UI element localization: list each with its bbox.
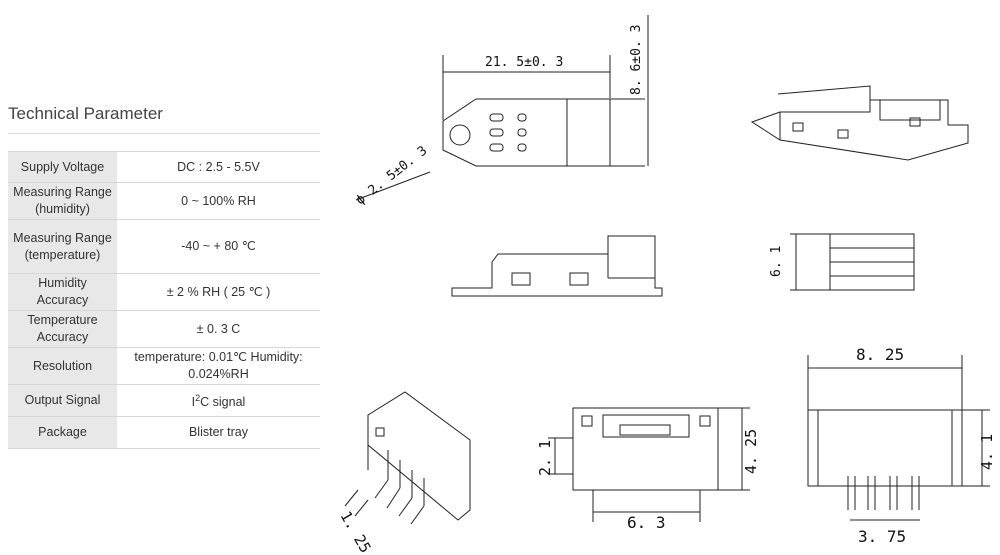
param-label: Measuring Range (humidity) [8, 182, 117, 220]
table-row: Package Blister tray [8, 416, 320, 449]
top-view [355, 15, 649, 201]
dim-face-h1: 2. 1 [536, 440, 554, 476]
parameter-table: Supply Voltage DC : 2.5 - 5.5V Measuring… [8, 151, 320, 449]
dim-face-h2: 4. 25 [742, 429, 760, 474]
dim-conn-width: 8. 25 [856, 345, 904, 364]
table-row: Resolution temperature: 0.01℃ Humidity: … [8, 347, 320, 385]
param-label: Humidity Accuracy [8, 273, 117, 311]
param-label: Temperature Accuracy [8, 310, 117, 348]
connector-front-view [548, 407, 750, 522]
dim-side-height: 6. 1 [769, 246, 784, 277]
param-label: Output Signal [8, 384, 117, 417]
param-value-post: C signal [200, 395, 246, 410]
param-value: -40 ~ + 80 ℃ [117, 219, 320, 274]
connector-iso-view [344, 391, 471, 525]
dim-face-width: 6. 3 [627, 513, 666, 532]
table-row: Measuring Range (humidity) 0 ~ 100% RH [8, 182, 320, 220]
end-view [790, 233, 915, 291]
param-value-pre: I [191, 395, 196, 410]
table-row: Output Signal I2C signal [8, 384, 320, 417]
param-value: I2C signal [117, 384, 320, 417]
param-value: ± 2 % RH ( 25 ℃ ) [117, 273, 320, 311]
mount-hole [449, 124, 471, 146]
param-value: temperature: 0.01℃ Humidity: 0.024%RH [117, 347, 320, 385]
dim-length: 21. 5±0. 3 [485, 55, 563, 70]
isometric-view [750, 85, 969, 161]
param-value: ± 0. 3 C [117, 310, 320, 348]
dim-thickness: 8. 6±0. 3 [629, 25, 644, 95]
table-row: Measuring Range (temperature) -40 ~ + 80… [8, 219, 320, 274]
param-label: Measuring Range (temperature) [8, 219, 117, 274]
dim-pin-span: 3. 75 [858, 527, 906, 546]
dim-pitch: 1. 25 [337, 508, 375, 555]
param-value: DC : 2.5 - 5.5V [117, 151, 320, 183]
section-title: Technical Parameter [8, 104, 163, 123]
technical-drawing: 21. 5±0. 3 8. 6±0. 3 ϕ 2. 5±0. 3 6. 1 8.… [337, 15, 996, 555]
table-row: Supply Voltage DC : 2.5 - 5.5V [8, 151, 320, 183]
side-view [451, 235, 663, 297]
param-value: Blister tray [117, 416, 320, 449]
dim-conn-height: 4. 1 [978, 434, 996, 470]
param-label: Resolution [8, 347, 117, 385]
table-row: Temperature Accuracy ± 0. 3 C [8, 310, 320, 348]
param-label: Supply Voltage [8, 151, 117, 183]
title-divider [8, 133, 320, 134]
param-value-sup: 2 [195, 392, 201, 403]
param-label: Package [8, 416, 117, 449]
table-row: Humidity Accuracy ± 2 % RH ( 25 ℃ ) [8, 273, 320, 311]
param-value: 0 ~ 100% RH [117, 182, 320, 220]
connector-pin-view [807, 355, 990, 521]
